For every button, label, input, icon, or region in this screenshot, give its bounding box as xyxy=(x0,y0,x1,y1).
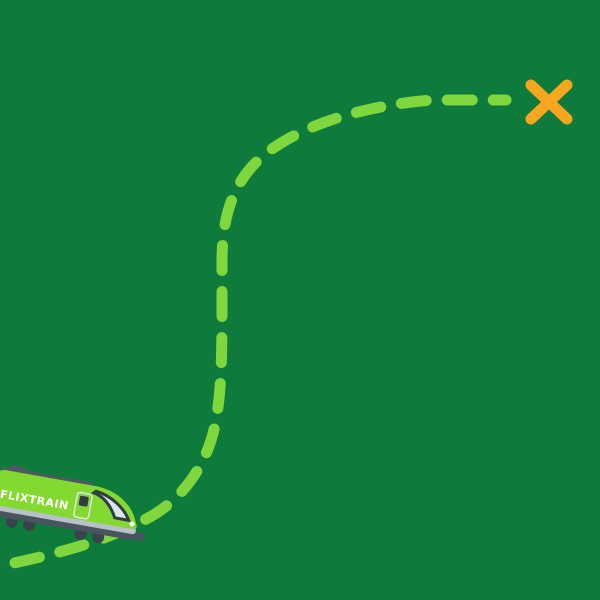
x-stroke-2 xyxy=(525,79,573,125)
train-coupler xyxy=(132,531,145,541)
train-door xyxy=(73,491,93,520)
flixtrain-locomotive: FLIXTRAIN xyxy=(0,465,145,544)
train-body xyxy=(0,470,137,529)
train-door-window xyxy=(78,495,89,507)
train-headlight xyxy=(129,521,135,527)
train-undercarriage xyxy=(0,508,136,541)
destination-x-icon[interactable] xyxy=(525,79,573,125)
train-windshield xyxy=(90,489,131,523)
train-skirt xyxy=(0,502,136,535)
